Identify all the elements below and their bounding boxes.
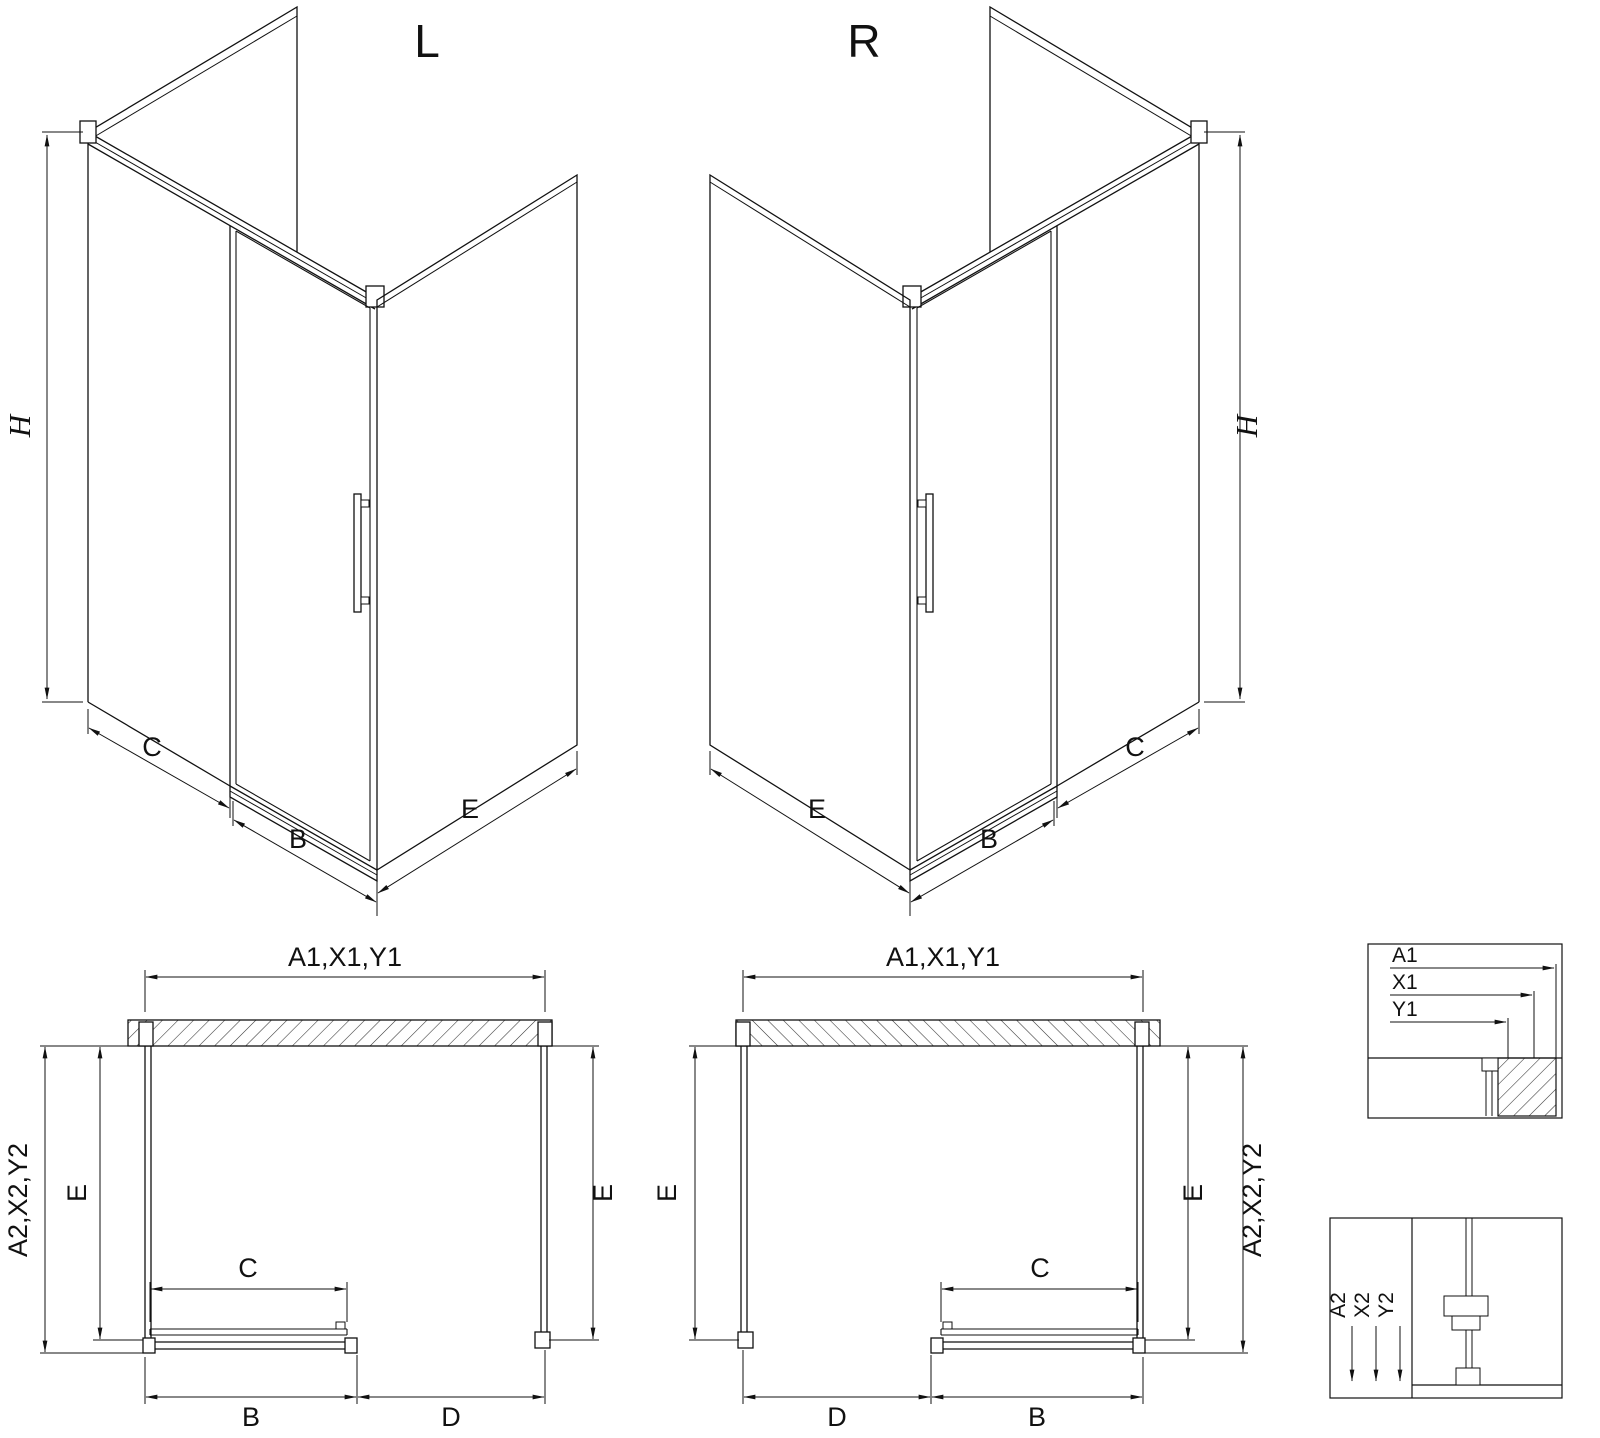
- detail-top-leaders: [1390, 964, 1557, 1058]
- iso-view-left: [42, 7, 577, 916]
- plan-right-dim-width-label: A1,X1,Y1: [886, 942, 1000, 972]
- plan-left-dim-d-label: D: [441, 1402, 461, 1432]
- detail-bottom-section: [1329, 1217, 1563, 1399]
- detail-top-x1-label: X1: [1392, 971, 1418, 994]
- plan-left-dim-e-left-label: E: [62, 1184, 92, 1202]
- plan-left-dim-width-label: A1,X1,Y1: [288, 942, 402, 972]
- plan-left-dim-e-right-label: E: [588, 1184, 618, 1202]
- iso-left-dim-e-label: E: [461, 794, 479, 824]
- plan-right-dim-side-label: A2,X2,Y2: [1237, 1143, 1267, 1257]
- iso-right-dim-e-label: E: [808, 794, 826, 824]
- detail-bottom-border: [1329, 1217, 1563, 1399]
- plan-left-dim-b-label: B: [242, 1402, 260, 1432]
- iso-left-dim-c-label: C: [142, 732, 162, 762]
- detail-bottom-carriage: [1443, 1295, 1489, 1317]
- detail-top-a1-label: A1: [1392, 944, 1418, 967]
- detail-bottom-guide: [1455, 1367, 1481, 1386]
- detail-top-wall-hatch: [1497, 1057, 1557, 1117]
- iso-view-right: [710, 7, 1245, 916]
- plan-right-dim-e-left-label: E: [652, 1184, 682, 1202]
- labels: L H C B E R H C B E A1,X1,Y1 A2,X2,Y2 E …: [2, 15, 1418, 1432]
- plan-right-dim-d-label: D: [827, 1402, 847, 1432]
- detail-bottom-leaders: [1349, 1326, 1403, 1382]
- iso-left-title: L: [414, 15, 440, 67]
- plan-right-dim-c-label: C: [1030, 1253, 1050, 1283]
- plan-left-dim-side-label: A2,X2,Y2: [3, 1143, 33, 1257]
- detail-bottom-x2-label: X2: [1351, 1292, 1374, 1318]
- detail-top-border: [1367, 943, 1563, 1119]
- iso-left-dim-b-label: B: [289, 824, 307, 854]
- plan-view-left: [40, 970, 599, 1404]
- plan-right-dim-b-label: B: [1028, 1402, 1046, 1432]
- detail-top-profile: [1481, 1057, 1499, 1072]
- plan-left-dim-c-label: C: [238, 1253, 258, 1283]
- detail-top-section: [1367, 943, 1563, 1119]
- plan-right-dim-e-right-label: E: [1178, 1184, 1208, 1202]
- iso-right-title: R: [847, 15, 880, 67]
- iso-right-dim-c-label: C: [1125, 732, 1145, 762]
- iso-right-dim-b-label: B: [980, 824, 998, 854]
- detail-top-y1-label: Y1: [1392, 998, 1418, 1021]
- iso-right-dim-h-label: H: [1229, 413, 1264, 438]
- iso-left-dim-h-label: H: [2, 413, 37, 438]
- plan-view-right: [689, 970, 1248, 1404]
- detail-bottom-roller: [1451, 1315, 1481, 1331]
- detail-bottom-y2-label: Y2: [1375, 1292, 1398, 1318]
- detail-bottom-a2-label: A2: [1327, 1292, 1350, 1318]
